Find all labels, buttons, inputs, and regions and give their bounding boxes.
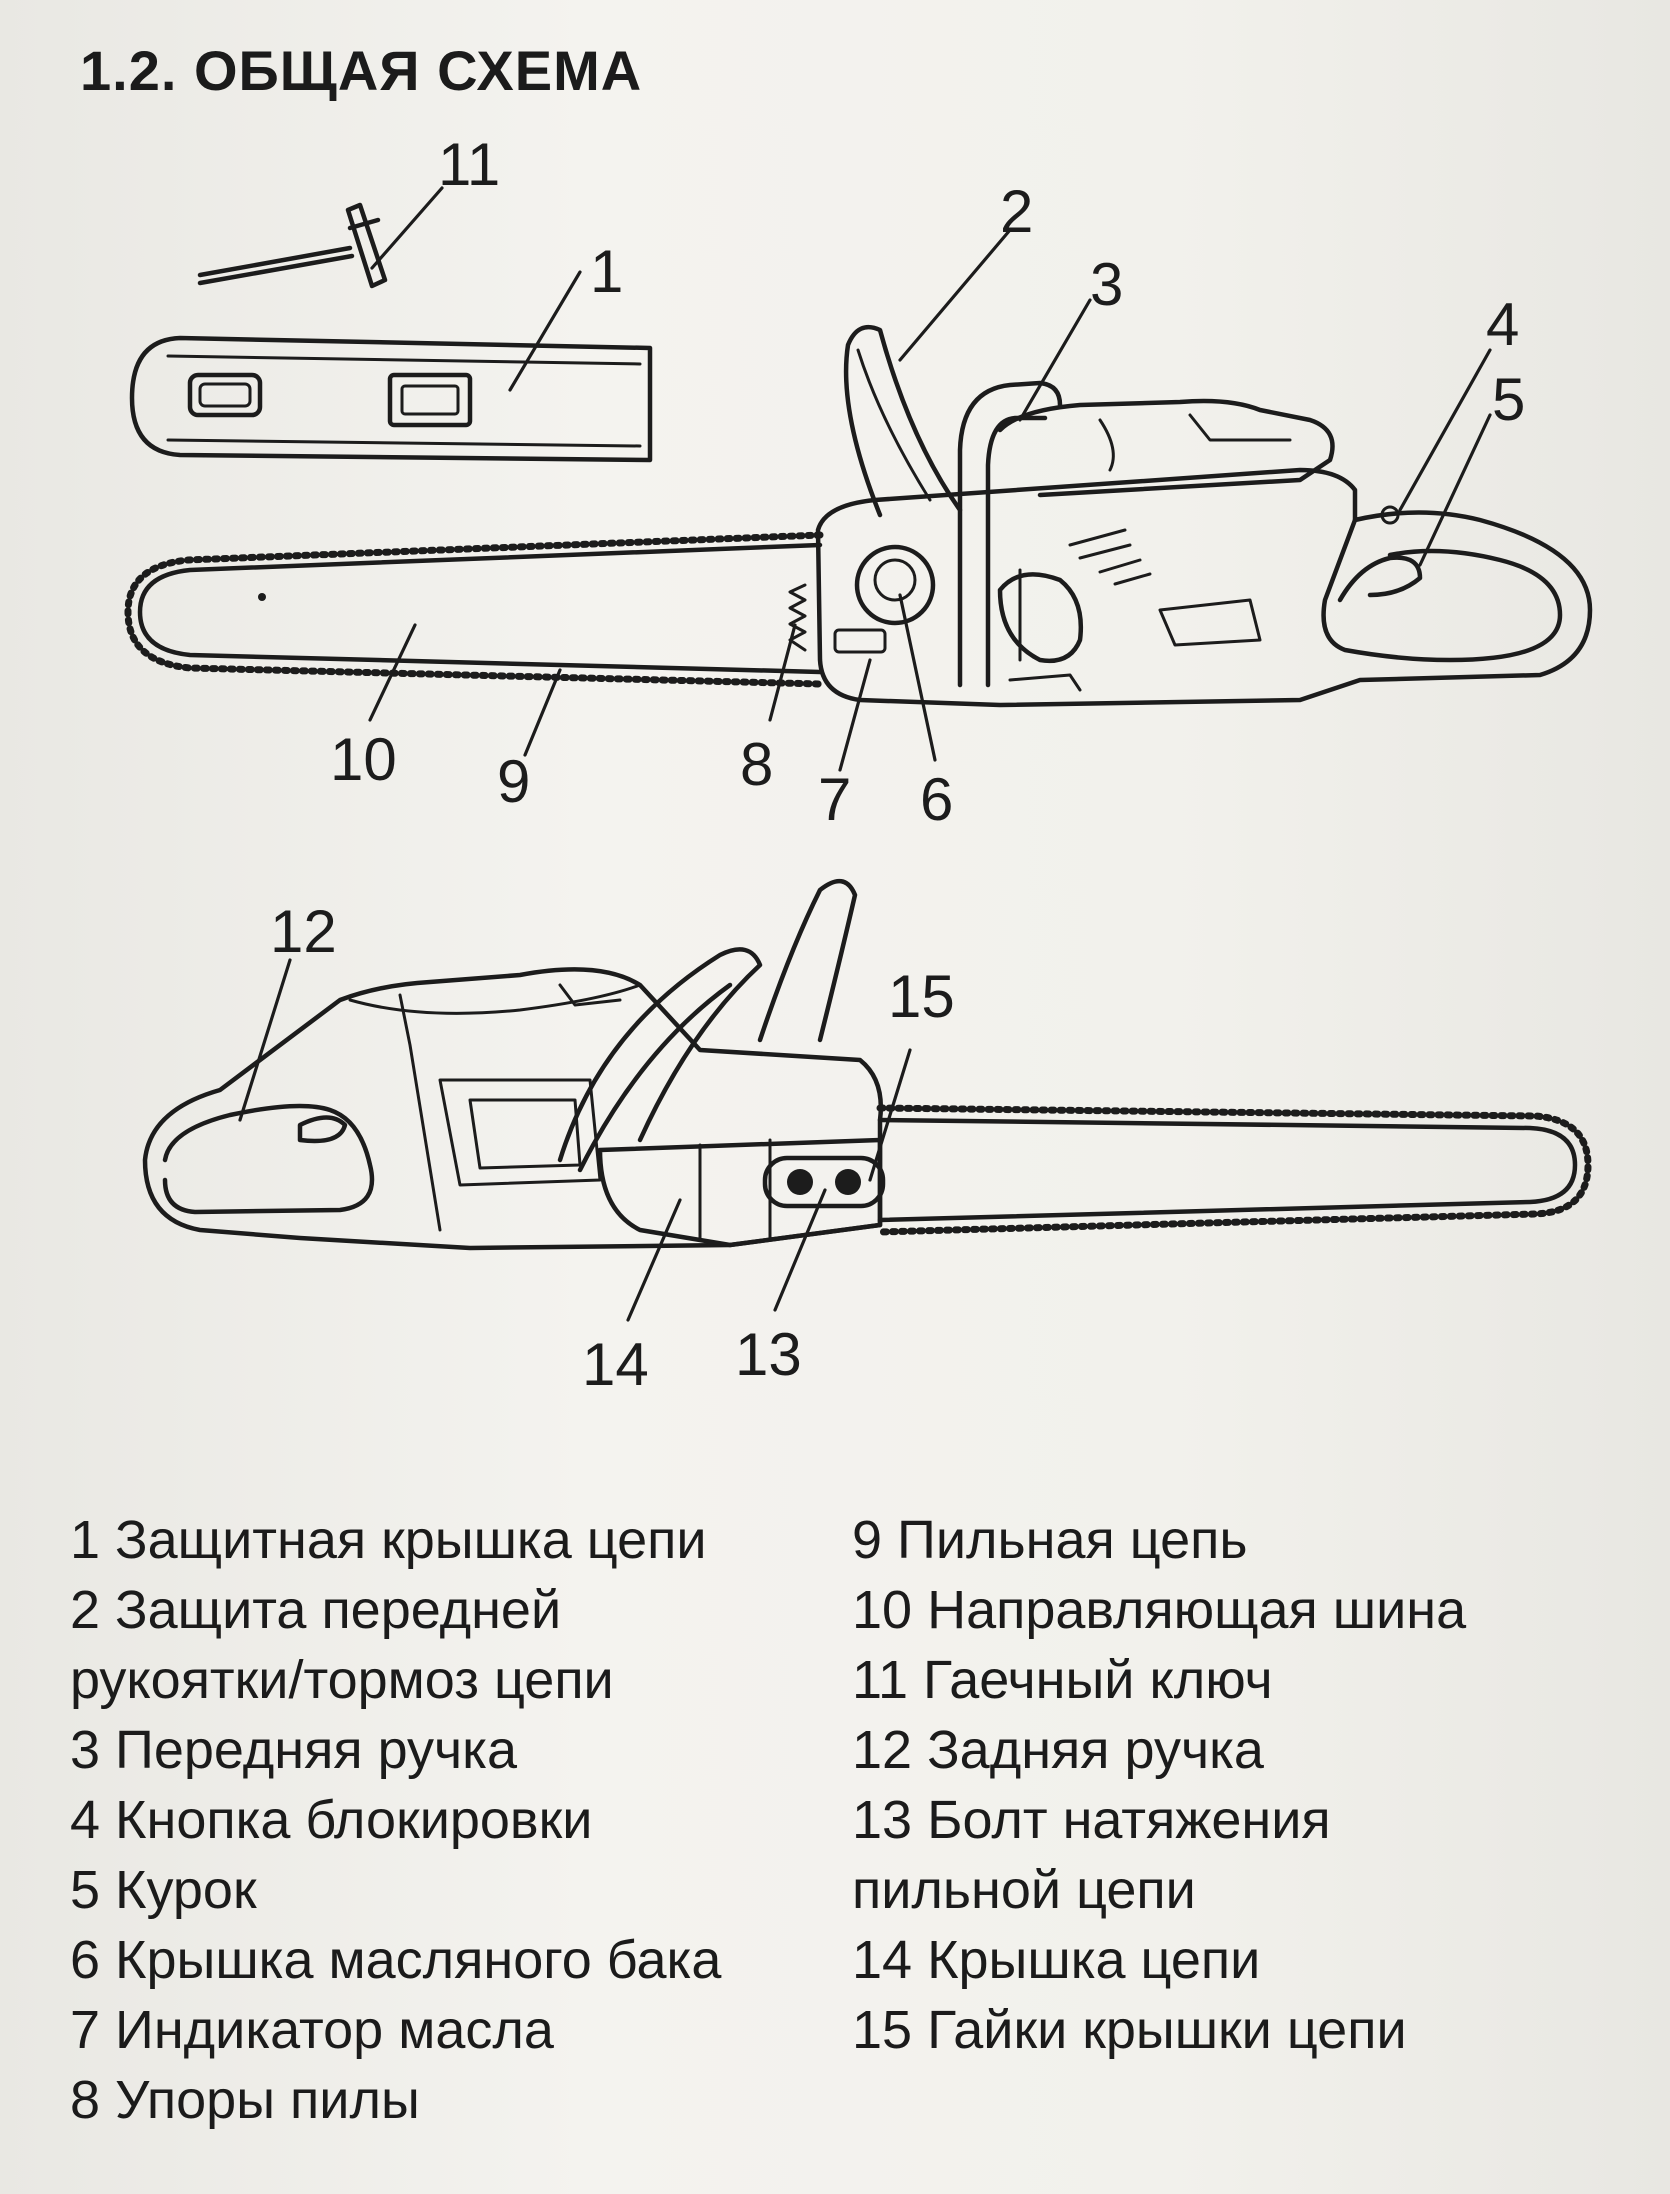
leader-4	[1398, 348, 1492, 512]
legend-item-8: 8 Упоры пилы	[70, 2070, 420, 2130]
legend-item-9: 9 Пильная цепь	[852, 1510, 1248, 1570]
callout-10: 10	[330, 726, 397, 793]
leader-12	[238, 958, 292, 1122]
callout-numbers: 1 2 3 4 5 6 7 8 9 10 11 12 13 14 15	[270, 131, 1525, 1398]
leader-1	[508, 270, 582, 392]
wrench-drawing	[197, 202, 388, 289]
chainsaw-right-side-drawing	[124, 324, 1593, 708]
callout-12: 12	[270, 898, 337, 965]
legend-item-10: 10 Направляющая шина	[852, 1580, 1467, 1640]
callout-8: 8	[740, 731, 773, 798]
legend-right-column: 9 Пильная цепь 10 Направляющая шина 11 Г…	[852, 1505, 1652, 2065]
callout-15: 15	[888, 963, 955, 1030]
legend-item-6: 6 Крышка масляного бака	[70, 1930, 722, 1990]
legend-item-4: 4 Кнопка блокировки	[70, 1790, 593, 1850]
legend-item-2: 2 Защита передней	[70, 1580, 562, 1640]
leader-15	[868, 1048, 912, 1182]
callout-4: 4	[1486, 291, 1519, 358]
legend-item-2-cont: рукоятки/тормоз цепи	[70, 1650, 614, 1710]
callout-9: 9	[497, 748, 530, 815]
leader-14	[626, 1198, 682, 1322]
callout-6: 6	[920, 766, 953, 833]
legend-item-14: 14 Крышка цепи	[852, 1930, 1261, 1990]
leader-8	[768, 623, 797, 722]
legend-item-11: 11 Гаечный ключ	[852, 1650, 1273, 1710]
leader-13	[773, 1188, 827, 1312]
legend-item-12: 12 Задняя ручка	[852, 1720, 1264, 1780]
leader-3	[1018, 298, 1092, 422]
chain-guard-cover-drawing	[129, 335, 653, 463]
chainsaw-diagram: 1 2 3 4 5 6 7 8 9 10 11 12 13 14 15	[124, 131, 1593, 1398]
callout-14: 14	[582, 1331, 649, 1398]
legend-item-15: 15 Гайки крышки цепи	[852, 2000, 1407, 2060]
section-title: 1.2. ОБЩАЯ СХЕМА	[80, 39, 643, 102]
legend-left-column: 1 Защитная крышка цепи 2 Защита передней…	[70, 1505, 850, 2135]
legend-item-7: 7 Индикатор масла	[70, 2000, 554, 2060]
callout-3: 3	[1090, 251, 1123, 318]
leader-lines	[238, 186, 1492, 1322]
leader-7	[838, 658, 872, 772]
callout-13: 13	[735, 1321, 802, 1388]
leader-6	[898, 593, 937, 762]
callout-5: 5	[1492, 366, 1525, 433]
legend-item-13: 13 Болт натяжения	[852, 1790, 1331, 1850]
leader-9	[523, 668, 562, 757]
callout-1: 1	[590, 238, 623, 305]
leader-10	[368, 623, 417, 722]
callout-2: 2	[1000, 178, 1033, 245]
leader-5	[1418, 413, 1492, 567]
chainsaw-left-side-drawing	[142, 879, 1592, 1251]
callout-11: 11	[438, 131, 500, 198]
legend-item-5: 5 Курок	[70, 1860, 257, 1920]
legend-item-3: 3 Передняя ручка	[70, 1720, 517, 1780]
leader-2	[898, 228, 1012, 362]
legend-item-1: 1 Защитная крышка цепи	[70, 1510, 707, 1570]
leader-11	[370, 186, 444, 270]
callout-7: 7	[818, 766, 851, 833]
legend-item-13-cont: пильной цепи	[852, 1860, 1196, 1920]
